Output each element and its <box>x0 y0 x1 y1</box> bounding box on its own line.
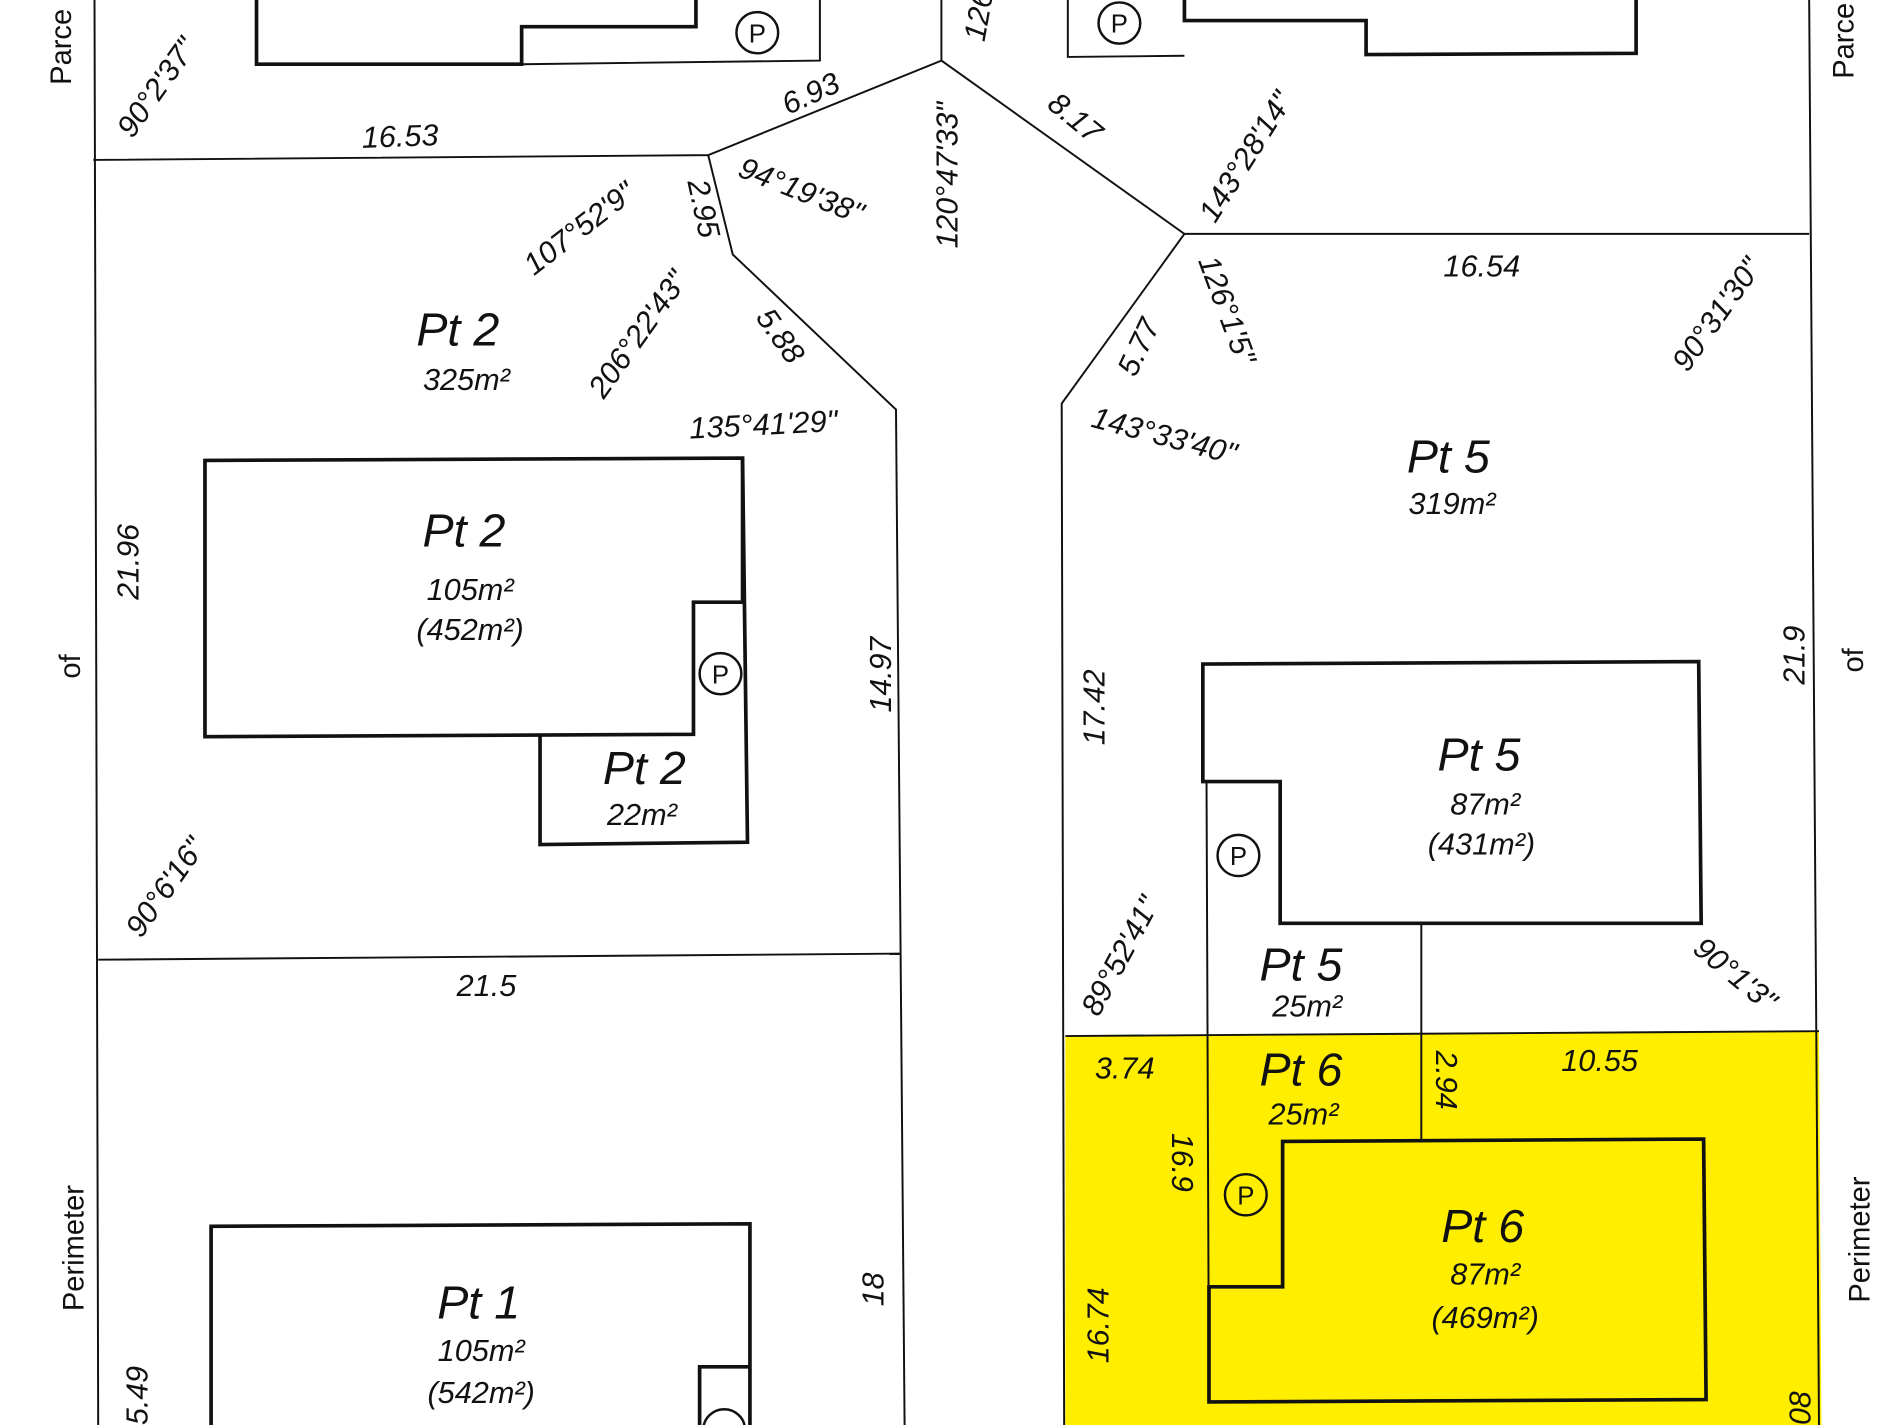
pt2-lot-name: Pt 2 <box>416 304 499 356</box>
distance-label: 17.42 <box>1077 669 1111 745</box>
building-pt5 <box>1201 659 1704 926</box>
parking-top-right <box>1066 0 1185 58</box>
pt5-lot-name: Pt 5 <box>1407 431 1490 483</box>
road-edge-right <box>1060 233 1186 1425</box>
svg-text:P: P <box>1237 1183 1254 1211</box>
pt6-parking-area: 25m² <box>1268 1098 1341 1132</box>
parking-icon: P <box>735 10 780 55</box>
buildings <box>203 0 1708 1425</box>
lot-line-pt2-pt1 <box>98 952 900 961</box>
parking-icon <box>702 1408 746 1425</box>
pt6-building-name: Pt 6 <box>1441 1200 1524 1252</box>
parking-icon: P <box>1097 1 1142 45</box>
angle-label: 89°52'41" <box>1075 890 1167 1021</box>
pt5-parking-area: 25m² <box>1271 990 1344 1024</box>
pt2-parking-area: 22m² <box>606 798 679 832</box>
pt2-parking-name: Pt 2 <box>603 742 686 794</box>
pt6-building-total: (469m²) <box>1431 1301 1538 1335</box>
distance-label: 5.88 <box>749 302 811 370</box>
distance-label: 21.96 <box>112 524 146 601</box>
road-edge-left <box>707 154 906 1425</box>
parcel-label-right: Parce <box>1828 3 1860 79</box>
pt2-lot-area: 325m² <box>423 363 512 397</box>
distance-label: 08 <box>1783 1391 1817 1425</box>
angle-label: 206°22'43" <box>581 264 695 405</box>
distance-label: 3.74 <box>1095 1052 1155 1086</box>
parking-icon: P <box>1223 1172 1268 1217</box>
pt1-building-name: Pt 1 <box>437 1277 520 1329</box>
distance-label: 8.17 <box>1041 86 1110 150</box>
pt2-building-area: 105m² <box>427 573 516 607</box>
angle-label: 135°41'29" <box>688 404 839 445</box>
parking-pt1 <box>697 1365 750 1425</box>
angle-label: 126°1'5" <box>1191 251 1263 370</box>
angle-label: 90°2'37" <box>110 31 204 144</box>
parking-symbols: P P P P P <box>698 1 1268 1425</box>
boundary-lines <box>93 0 1820 1425</box>
of-label-left: of <box>55 653 87 678</box>
distance-label: 16.74 <box>1081 1287 1115 1363</box>
svg-text:P: P <box>1111 11 1128 39</box>
pt6-building-area: 87m² <box>1450 1258 1522 1292</box>
building-pt1 <box>209 1222 752 1425</box>
road-boundary-right <box>940 59 1810 235</box>
angle-label: 143°28'14" <box>1192 85 1300 228</box>
pt5-lot-area: 319m² <box>1409 487 1498 521</box>
of-label-right: of <box>1838 647 1870 672</box>
angle-label: 94°19'38" <box>734 151 870 231</box>
parking-top-left <box>521 0 821 66</box>
building-top-left <box>254 0 698 67</box>
parking-pt2 <box>538 458 750 847</box>
svg-text:P: P <box>749 21 766 49</box>
road-boundary-left <box>93 0 943 161</box>
margin-labels: Parce Parce of of Perimeter Perimeter <box>46 3 1876 1311</box>
distance-label: 16.54 <box>1443 249 1520 283</box>
distance-label: 21.9 <box>1777 626 1811 686</box>
pt2-building-name: Pt 2 <box>422 505 505 557</box>
angle-label: 90°31'30" <box>1665 251 1769 378</box>
angle-label: 90°6'16" <box>119 830 213 943</box>
angle-label: 90°1'3" <box>1687 931 1784 1019</box>
distance-label: 14.97 <box>864 636 898 713</box>
pt6-highlight <box>1065 1031 1822 1425</box>
building-top-right <box>1182 0 1638 57</box>
angle-label: 143°33'40" <box>1088 401 1241 472</box>
pt5-building-area: 87m² <box>1450 787 1522 821</box>
left-perimeter-line <box>93 0 100 1425</box>
distance-label: 21.5 <box>456 969 518 1003</box>
distance-label: 5.49 <box>120 1366 154 1425</box>
distance-label: 18 <box>857 1273 891 1307</box>
perimeter-label-right: Perimeter <box>1844 1176 1876 1302</box>
distance-label: 16.53 <box>361 118 439 154</box>
pt1-building-total: (542m²) <box>427 1376 534 1410</box>
distance-label: 2.94 <box>1429 1050 1463 1110</box>
pt5-parking-name: Pt 5 <box>1260 939 1343 991</box>
distance-label: 126 <box>958 0 1001 44</box>
pt1-building-area: 105m² <box>438 1334 527 1368</box>
angle-label: 120°47'33" <box>930 101 964 249</box>
angle-label: 107°52'9" <box>517 175 642 282</box>
right-perimeter-line <box>1808 0 1820 1425</box>
svg-text:P: P <box>1230 843 1247 871</box>
pt6-parking-name: Pt 6 <box>1260 1044 1343 1096</box>
parcel-labels: Pt 2 325m² Pt 2 105m² (452m²) Pt 2 22m² … <box>416 304 1538 1411</box>
distance-label: 10.55 <box>1561 1044 1639 1078</box>
svg-text:P: P <box>712 662 729 690</box>
lot-line-pt5-pt6 <box>1065 1030 1819 1038</box>
pt5-building-total: (431m²) <box>1428 827 1535 861</box>
parking-icon: P <box>1216 833 1261 878</box>
pt2-building-total: (452m²) <box>416 613 523 647</box>
perimeter-label-left: Perimeter <box>58 1185 90 1311</box>
parcel-label-left: Parce <box>46 9 78 85</box>
parking-icon: P <box>698 651 743 696</box>
building-pt6 <box>1207 1137 1708 1404</box>
pt5-building-name: Pt 5 <box>1438 729 1521 781</box>
distance-label: 16.9 <box>1165 1133 1199 1192</box>
distance-label: 2.95 <box>680 175 726 242</box>
